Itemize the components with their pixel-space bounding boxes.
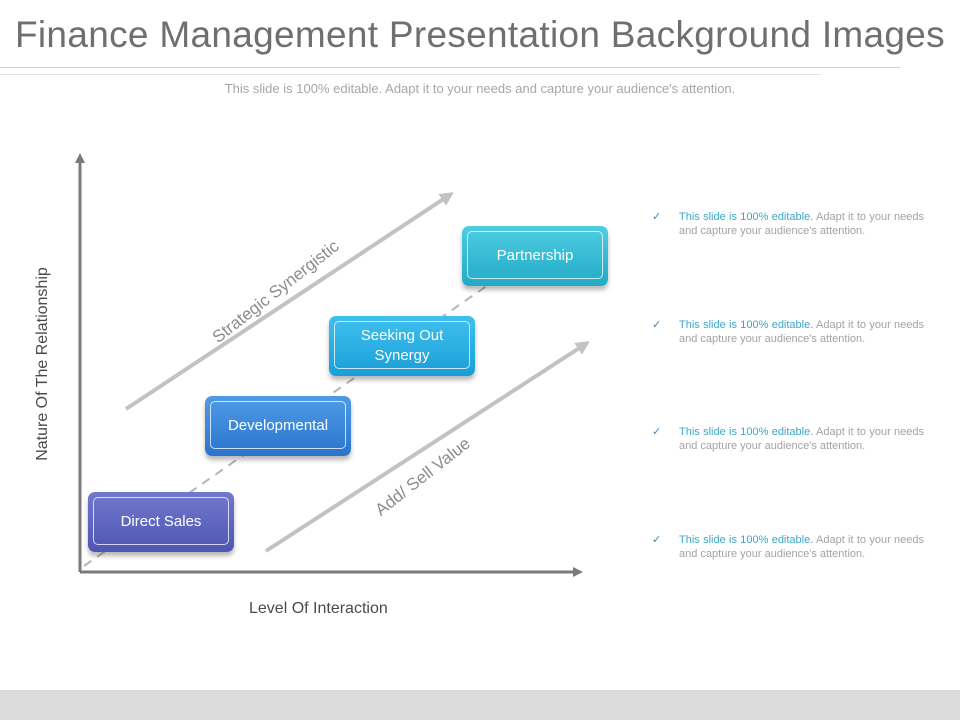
bullet-highlight: This slide is 100% editable. xyxy=(679,534,814,546)
title-divider-secondary xyxy=(0,74,820,75)
checkmark-icon: ✓ xyxy=(652,426,662,438)
stage-box-inner-border xyxy=(334,321,470,369)
footer-bar xyxy=(0,690,960,720)
bullet-item: ✓ This slide is 100% editable. Adapt it … xyxy=(652,533,924,561)
bullet-text: Adapt it to your needs and capture your … xyxy=(679,211,925,237)
slide-title: Finance Management Presentation Backgrou… xyxy=(15,14,945,55)
bullet-highlight: This slide is 100% editable. xyxy=(679,426,814,438)
y-axis-label: Nature Of The Relationship xyxy=(34,267,51,461)
checkmark-icon: ✓ xyxy=(652,534,662,546)
bullet-text: Adapt it to your needs and capture your … xyxy=(679,426,925,452)
stage-box-developmental: Developmental xyxy=(205,396,351,456)
checkmark-icon: ✓ xyxy=(652,319,662,331)
stage-box-inner-border xyxy=(467,231,603,279)
bullet-text: Adapt it to your needs and capture your … xyxy=(679,534,925,560)
stage-label: Partnership xyxy=(496,247,574,264)
upper-trend-arrow xyxy=(124,192,454,411)
lower-trend-arrow xyxy=(264,341,590,553)
x-axis-label: Level Of Interaction xyxy=(249,600,388,617)
stage-box-seeking-out-synergy: Seeking Out Synergy xyxy=(329,316,475,376)
bullet-highlight: This slide is 100% editable. xyxy=(679,211,814,223)
stage-label: Direct Sales xyxy=(120,513,202,530)
stage-box-direct-sales: Direct Sales xyxy=(88,492,234,552)
bullet-item: ✓ This slide is 100% editable. Adapt it … xyxy=(652,425,924,453)
title-divider xyxy=(0,67,900,68)
slide-subtitle: This slide is 100% editable. Adapt it to… xyxy=(224,81,736,96)
bullet-item: ✓ This slide is 100% editable. Adapt it … xyxy=(652,210,924,238)
stage-box-partnership: Partnership xyxy=(462,226,608,286)
stage-label: Developmental xyxy=(227,417,329,434)
stage-box-inner-border xyxy=(210,401,346,449)
bullet-item: ✓ This slide is 100% editable. Adapt it … xyxy=(652,318,924,346)
bullet-highlight: This slide is 100% editable. xyxy=(679,319,814,331)
bullet-text: Adapt it to your needs and capture your … xyxy=(679,319,925,345)
stage-box-inner-border xyxy=(93,497,229,545)
checkmark-icon: ✓ xyxy=(652,211,662,223)
stage-label: Seeking Out Synergy xyxy=(360,327,444,364)
